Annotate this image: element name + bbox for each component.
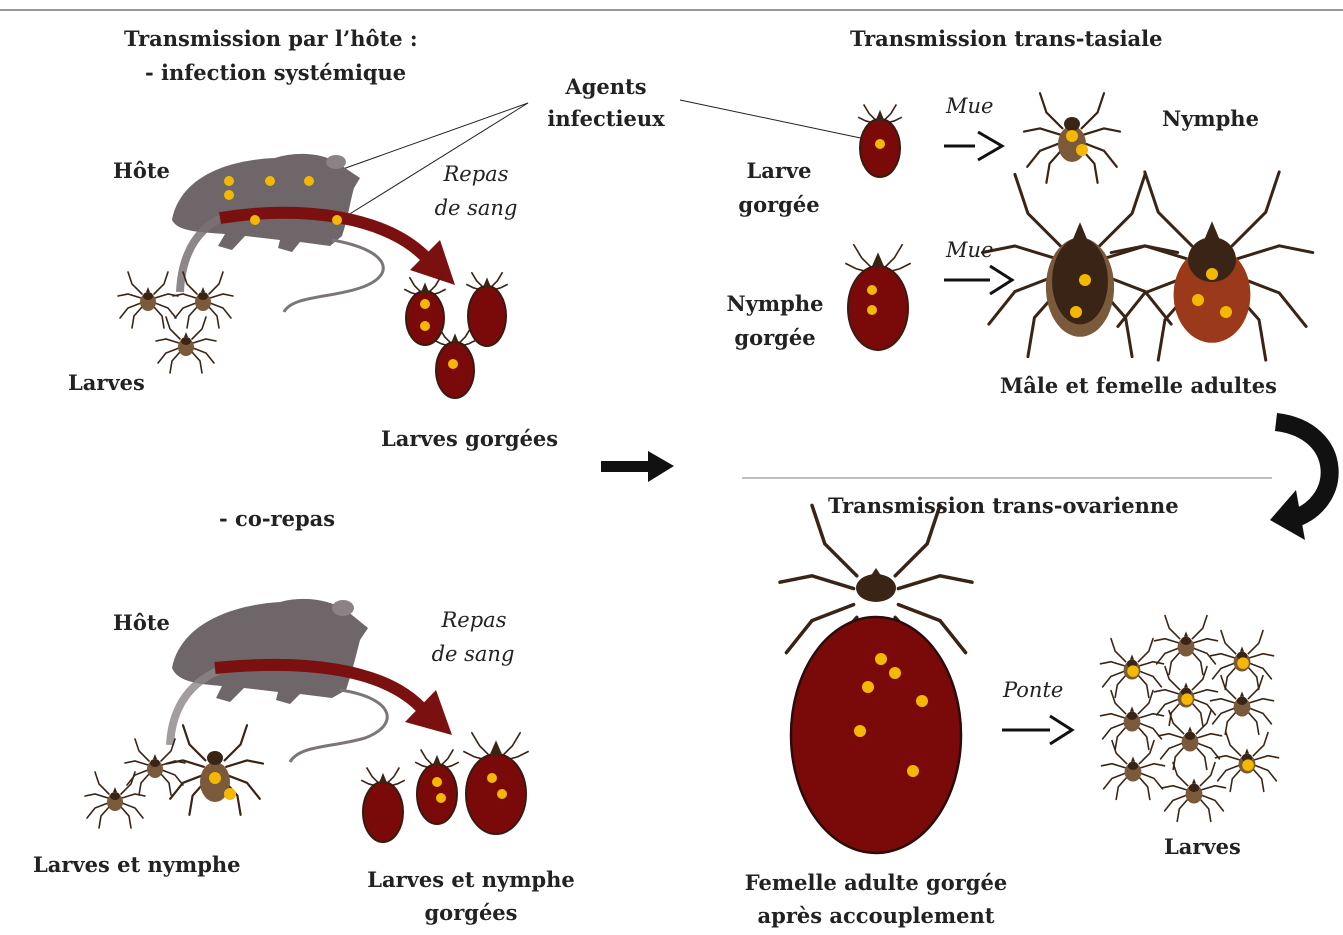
egg-laying-label: Ponte bbox=[1003, 678, 1063, 703]
adult-female bbox=[1111, 172, 1313, 360]
engorged-larva-right bbox=[858, 104, 902, 177]
host-label-bottom: Hôte bbox=[113, 610, 170, 635]
blood-meal-bottom-line1: Repas bbox=[428, 608, 520, 633]
host-label-top: Hôte bbox=[113, 158, 170, 183]
engorged-larvae-nymph-label-line2: gorgées bbox=[356, 900, 586, 925]
cofeeding-label: - co-repas bbox=[219, 506, 335, 531]
engorged-larvae-nymph-bottom bbox=[361, 732, 529, 842]
adult-male bbox=[982, 174, 1177, 356]
moult-arrow-2 bbox=[944, 266, 1012, 294]
engorged-female-label-line2: après accouplement bbox=[736, 903, 1016, 928]
larvae-cluster-bottom bbox=[1101, 616, 1279, 822]
engorged-larvae-top bbox=[404, 272, 507, 398]
transovarial-title: Transmission trans-ovarienne bbox=[828, 493, 1179, 518]
blood-meal-top-line1: Repas bbox=[430, 162, 522, 187]
moult-label-2: Mue bbox=[946, 238, 993, 263]
blood-meal-bottom-line2: de sang bbox=[421, 642, 525, 667]
engorged-larvae-nymph-label-line1: Larves et nymphe bbox=[356, 867, 586, 892]
systemic-title-line1: Transmission par l’hôte : bbox=[124, 26, 418, 51]
blood-meal-top-line2: de sang bbox=[424, 196, 528, 221]
agents-label-line2: infectieux bbox=[545, 106, 667, 131]
larvae-nymph-label: Larves et nymphe bbox=[33, 852, 241, 877]
engorged-larvae-label-top: Larves gorgées bbox=[381, 426, 558, 451]
agents-label-line1: Agents bbox=[545, 74, 667, 99]
engorged-larva-label-line2: gorgée bbox=[730, 192, 828, 217]
engorged-nymph-label-line2: gorgée bbox=[720, 325, 830, 350]
nymph-label: Nymphe bbox=[1162, 106, 1259, 131]
larvae-nymph-group-bottom bbox=[85, 725, 263, 828]
engorged-nymph-label-line1: Nymphe bbox=[720, 291, 830, 316]
nymph-right bbox=[1024, 93, 1120, 183]
larvae-group-top bbox=[118, 272, 233, 373]
egg-laying-arrow bbox=[1002, 716, 1072, 744]
moult-label-1: Mue bbox=[946, 94, 993, 119]
curved-arrow-right bbox=[1270, 422, 1330, 540]
adults-label: Mâle et femelle adultes bbox=[1000, 373, 1277, 398]
engorged-larva-label-line1: Larve bbox=[730, 158, 828, 183]
larvae-label-top: Larves bbox=[68, 370, 145, 395]
transstadial-title: Transmission trans-tasiale bbox=[850, 26, 1163, 51]
engorged-female bbox=[780, 505, 972, 853]
moult-arrow-1 bbox=[944, 132, 1002, 160]
larvae-label-bottom: Larves bbox=[1164, 834, 1241, 859]
systemic-title-line2: - infection systémique bbox=[145, 60, 406, 85]
engorged-nymph-right bbox=[845, 244, 910, 350]
transition-arrow-center bbox=[601, 451, 674, 482]
engorged-female-label-line1: Femelle adulte gorgée bbox=[736, 870, 1016, 895]
